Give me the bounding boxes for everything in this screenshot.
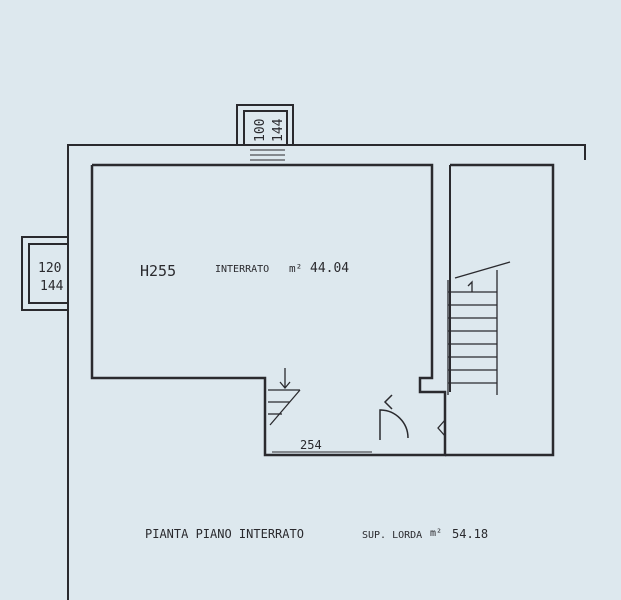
room-area-unit: m² bbox=[289, 262, 302, 275]
top-window-steps bbox=[250, 149, 285, 166]
height-label: H255 bbox=[140, 262, 176, 280]
top-window-height: 144 bbox=[271, 118, 286, 142]
caption-gross-label: SUP. LORDA bbox=[362, 530, 422, 541]
caption-title: PIANTA PIANO INTERRATO bbox=[145, 527, 304, 541]
room-area: 44.04 bbox=[310, 261, 349, 276]
left-window-height: 144 bbox=[40, 279, 64, 294]
door bbox=[379, 394, 409, 440]
lower-dimension: 254 bbox=[300, 438, 322, 452]
caption-gross-area: 54.18 bbox=[452, 527, 488, 541]
walls bbox=[21, 104, 586, 600]
small-stair bbox=[268, 368, 301, 426]
caption-gross-unit: m² bbox=[430, 528, 442, 539]
top-window-width: 100 bbox=[253, 119, 268, 142]
room-label: INTERRATO bbox=[215, 264, 269, 275]
staircase bbox=[437, 261, 511, 437]
left-window-width: 120 bbox=[38, 261, 61, 276]
